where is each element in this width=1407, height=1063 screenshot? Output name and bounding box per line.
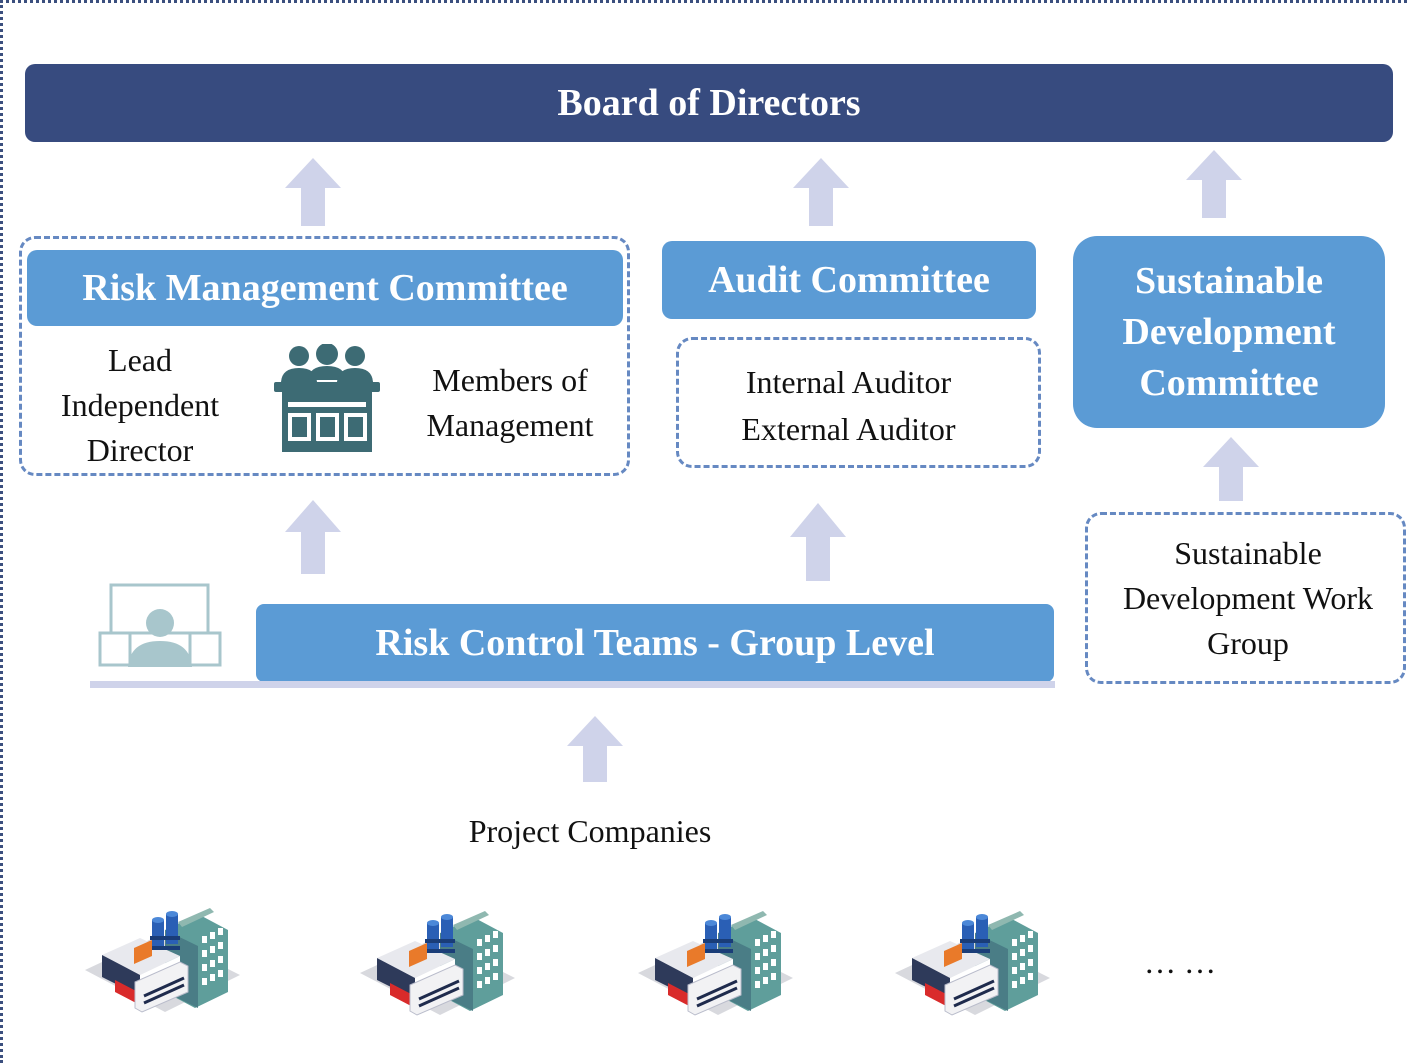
internal-auditor-label: Internal Auditor (745, 364, 952, 400)
lead-independent-director-label: Lead Independent Director (60, 342, 220, 468)
arrow-up-icon (285, 500, 341, 574)
external-auditor-label: External Auditor (741, 411, 956, 447)
more-companies-ellipsis: … … (1144, 944, 1216, 980)
sustainable-work-group-box (1085, 512, 1406, 684)
meeting-icon (274, 344, 380, 452)
factory-icon (893, 909, 1052, 1017)
members-of-management-label: Members of Management (426, 362, 594, 443)
sustainable-development-committee: Sustainable Development Committee (1073, 236, 1385, 428)
project-companies-label: Project Companies (468, 813, 712, 849)
arrow-up-icon (1203, 437, 1259, 501)
monitor-user-icon (98, 583, 222, 667)
audit-committee: Audit Committee (662, 241, 1036, 319)
risk-control-teams: Risk Control Teams - Group Level (256, 604, 1054, 682)
arrow-up-icon (285, 158, 341, 226)
board-of-directors: Board of Directors (25, 64, 1393, 142)
arrow-up-icon (1186, 150, 1242, 218)
auditors-box (676, 337, 1041, 468)
risk-management-committee: Risk Management Committee (27, 250, 623, 326)
factory-icon (358, 909, 517, 1017)
arrow-up-icon (567, 716, 623, 782)
factory-icon (636, 909, 795, 1017)
risk-management-group (19, 236, 630, 476)
group-level-divider (90, 681, 1055, 688)
sustainable-work-group-label: Sustainable Development Work Group (1122, 535, 1374, 661)
arrow-up-icon (793, 158, 849, 226)
arrow-up-icon (790, 503, 846, 581)
factory-icon (83, 906, 242, 1014)
